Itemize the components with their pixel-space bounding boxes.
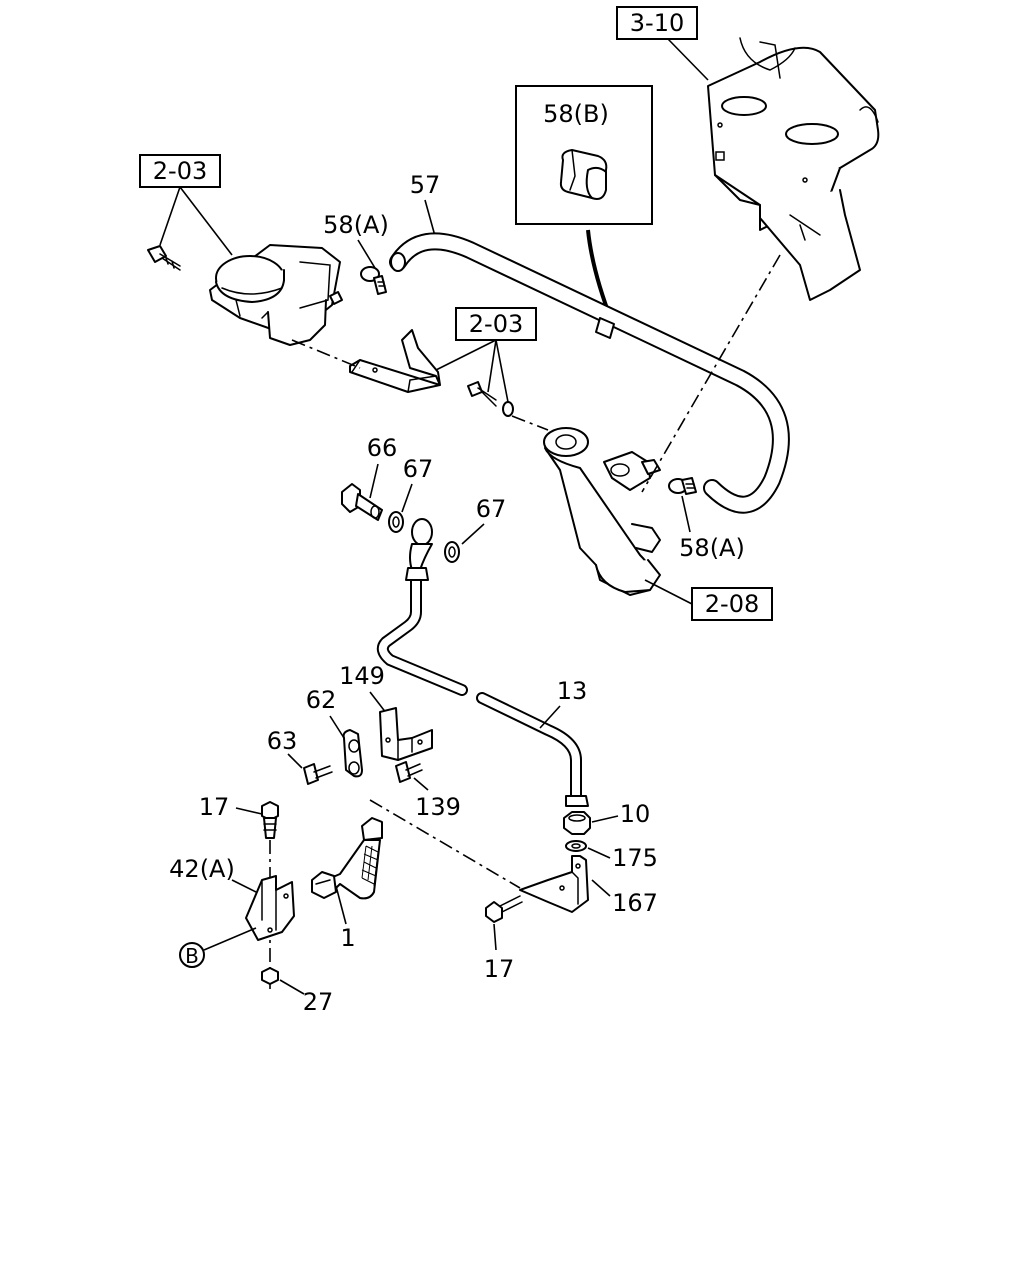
leader-57 <box>424 199 436 237</box>
washer-67-a <box>388 511 404 533</box>
mounting-bracket-3-10 <box>707 37 880 301</box>
view-marker-b: B <box>179 942 205 968</box>
brake-pipe-13 <box>376 518 589 807</box>
leader-67-b <box>461 523 485 545</box>
reservoir-bracket <box>349 329 441 393</box>
leader-view-b <box>203 927 257 951</box>
callout-149[interactable]: 149 <box>339 662 385 690</box>
bracket-42a <box>245 875 295 941</box>
reference-2-03-mid[interactable]: 2-03 <box>455 307 537 341</box>
reference-2-03-top[interactable]: 2-03 <box>139 154 221 188</box>
centerline-hose <box>369 799 521 889</box>
leader-1 <box>335 885 347 925</box>
reference-3-10-label: 3-10 <box>630 9 684 37</box>
callout-63[interactable]: 63 <box>267 727 298 755</box>
leader-175 <box>587 847 611 859</box>
leader-67-a <box>401 483 413 513</box>
leader-139 <box>413 777 429 791</box>
leader-17-bottom <box>493 923 497 951</box>
view-marker-b-label: B <box>185 944 199 968</box>
flex-hose-1 <box>311 817 383 900</box>
callout-67-b[interactable]: 67 <box>476 495 507 523</box>
leader-167 <box>591 879 611 897</box>
centerline-reservoir-bracket <box>291 339 361 369</box>
clip-62 <box>342 729 363 778</box>
callout-58a-top[interactable]: 58(A) <box>323 211 389 239</box>
leader-58a-top <box>357 239 376 269</box>
callout-58a-right[interactable]: 58(A) <box>679 534 745 562</box>
leader-2-03-mid <box>431 339 509 403</box>
callout-175[interactable]: 175 <box>612 844 658 872</box>
leader-13 <box>539 705 561 729</box>
bolt-17-top <box>261 801 279 839</box>
reference-3-10[interactable]: 3-10 <box>616 6 698 40</box>
bolt-2-03 <box>467 381 514 417</box>
bolt-reservoir <box>147 245 181 271</box>
callout-42a[interactable]: 42(A) <box>169 855 235 883</box>
callout-27[interactable]: 27 <box>303 988 334 1016</box>
bolt-139 <box>395 761 423 783</box>
hose-57 <box>389 232 790 514</box>
callout-10[interactable]: 10 <box>620 800 651 828</box>
leader-42a <box>231 879 257 893</box>
centerline-bracket <box>641 254 781 493</box>
leader-17-top <box>235 807 263 815</box>
washer-67-b <box>444 541 460 563</box>
reference-2-03-mid-label: 2-03 <box>469 310 523 338</box>
bolt-17-bottom <box>485 895 523 923</box>
clamp-58a-right <box>668 477 697 495</box>
inset-58b: 58(B) <box>515 85 653 225</box>
reference-2-03-top-label: 2-03 <box>153 157 207 185</box>
master-cylinder <box>543 427 661 596</box>
leader-63 <box>287 753 303 769</box>
leader-62 <box>329 715 345 739</box>
bracket-149 <box>379 707 433 761</box>
callout-139[interactable]: 139 <box>415 793 461 821</box>
bracket-167 <box>519 855 589 913</box>
leader-2-08 <box>644 579 693 605</box>
leader-66 <box>369 463 379 499</box>
leader-2-03-top <box>159 186 233 256</box>
callout-13[interactable]: 13 <box>557 677 588 705</box>
callout-167[interactable]: 167 <box>612 889 658 917</box>
bolt-63 <box>303 763 333 785</box>
callout-66[interactable]: 66 <box>367 434 398 462</box>
nut-10 <box>563 811 591 835</box>
callout-62[interactable]: 62 <box>306 686 337 714</box>
reference-2-08-label: 2-08 <box>705 590 759 618</box>
callout-17-top[interactable]: 17 <box>199 793 230 821</box>
clamp-58a-top <box>360 266 387 295</box>
leader-58a-right <box>681 495 691 533</box>
centerline-bolt <box>511 415 549 431</box>
inset-58b-label: 58(B) <box>543 100 609 128</box>
callout-1[interactable]: 1 <box>340 924 355 952</box>
reference-2-08[interactable]: 2-08 <box>691 587 773 621</box>
fluid-reservoir <box>209 244 343 346</box>
leader-10 <box>591 815 619 823</box>
callout-67-a[interactable]: 67 <box>403 455 434 483</box>
banjo-bolt-66 <box>341 483 383 521</box>
callout-57[interactable]: 57 <box>410 171 441 199</box>
washer-175 <box>565 840 587 852</box>
callout-17-bottom[interactable]: 17 <box>484 955 515 983</box>
nut-27 <box>261 967 279 985</box>
leader-3-10 <box>667 38 709 81</box>
leader-27 <box>279 979 305 995</box>
